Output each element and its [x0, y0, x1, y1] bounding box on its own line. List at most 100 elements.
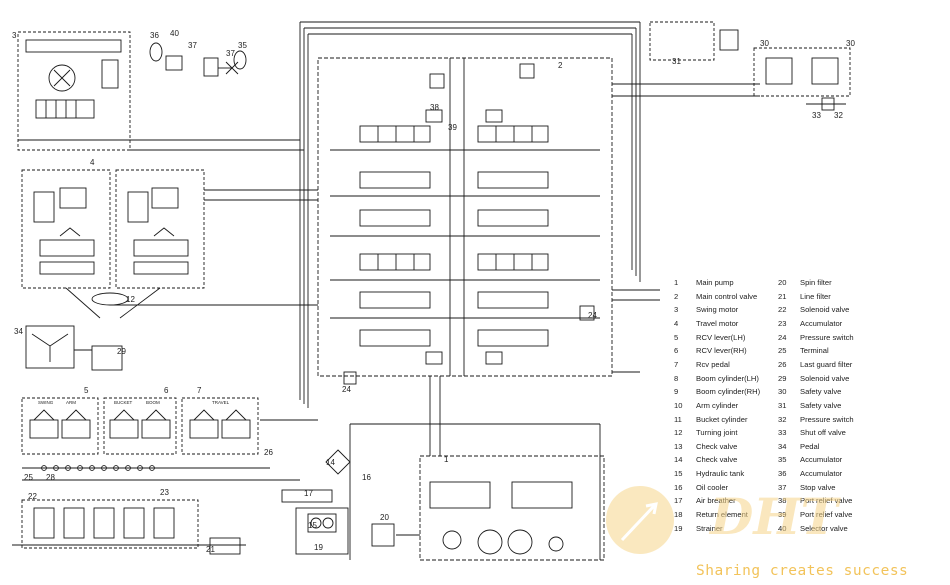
callout-38: 38	[430, 103, 439, 112]
legend-item-number: 21	[778, 291, 787, 301]
legend-item-number: 17	[674, 496, 683, 506]
legend-item-number: 31	[778, 400, 787, 410]
legend-item-label: Last guard filter	[800, 359, 853, 369]
callout-25: 25	[24, 473, 33, 482]
legend-item-label: Main pump	[696, 278, 734, 287]
callout-33: 33	[812, 111, 821, 120]
legend-item: 25 Terminal	[778, 344, 829, 357]
turning-joint	[91, 292, 129, 306]
legend-item-label: Solenoid valve	[800, 373, 850, 383]
swing-motor-block	[17, 31, 131, 151]
legend-item: 20 Spin filter	[778, 276, 832, 289]
callout-12: 12	[126, 295, 135, 304]
callout-16: 16	[362, 473, 371, 482]
callout-22: 22	[28, 492, 37, 501]
legend-item-number: 32	[778, 414, 787, 424]
legend-item-label: Swing motor	[696, 305, 739, 315]
legend-item-number: 18	[674, 510, 683, 520]
legend-item: 30 Safety valve	[778, 385, 841, 398]
legend-item-number: 23	[778, 318, 787, 328]
legend-item-number: 25	[778, 346, 787, 356]
callout-36: 36	[150, 31, 159, 40]
legend-item-number: 30	[778, 387, 787, 397]
callout-17: 17	[304, 489, 313, 498]
legend-item-number: 16	[674, 482, 683, 492]
legend-item: 22 Solenoid valve	[778, 303, 849, 316]
legend-item-number: 10	[674, 400, 683, 410]
legend-item-label: Turning joint	[696, 428, 738, 438]
legend-item-label: Boom cylinder(LH)	[696, 373, 759, 383]
rcv-lever-rh	[103, 397, 177, 455]
legend-item: 2 Main control valve	[674, 290, 757, 303]
legend-item-number: 14	[674, 455, 683, 465]
legend-item-label: Bucket cylinder	[696, 414, 748, 424]
callout-1: 1	[444, 455, 449, 464]
legend-item-number: 26	[778, 359, 787, 369]
callout-30b: 30	[846, 39, 855, 48]
legend-item-number: 2	[674, 291, 679, 301]
legend-item-number: 24	[778, 332, 787, 342]
callout-32: 32	[834, 111, 843, 120]
legend-item-label: Safety valve	[800, 387, 842, 397]
callout-31: 31	[672, 57, 681, 66]
callout-2: 2	[558, 61, 563, 70]
callout-7: 7	[197, 386, 202, 395]
legend-item-label: Hydraulic tank	[696, 469, 745, 479]
callout-26: 26	[264, 448, 273, 457]
legend-item-number: 35	[778, 455, 787, 465]
callout-30a: 30	[760, 39, 769, 48]
callout-15: 15	[308, 521, 317, 530]
callout-37b: 37	[226, 49, 235, 58]
legend-item-label: Solenoid valve	[800, 305, 850, 315]
callout-40: 40	[170, 29, 179, 38]
legend-item: 31 Safety valve	[778, 399, 841, 412]
legend-item-label: Accumulator	[800, 455, 843, 465]
legend-item-label: Safety valve	[800, 400, 842, 410]
legend-item-label: Line filter	[800, 291, 831, 301]
legend-item-label: Pressure switch	[800, 414, 854, 424]
callout-6: 6	[164, 386, 169, 395]
section-label-travel: TRAVEL	[212, 400, 230, 405]
legend-item-number: 15	[674, 469, 683, 479]
legend-item: 32 Pressure switch	[778, 413, 854, 426]
legend-item-label: Check valve	[696, 441, 738, 451]
legend-item-label: Air breather	[696, 496, 736, 506]
legend-item-number: 12	[674, 428, 683, 438]
legend-item-label: Accumulator	[800, 469, 843, 479]
legend-item-label: RCV lever(RH)	[696, 346, 747, 356]
watermark-tagline: Sharing creates success	[696, 563, 909, 579]
legend-item-label: Spin filter	[800, 278, 832, 287]
callout-24b: 24	[588, 311, 597, 320]
callout-34: 34	[14, 327, 23, 336]
solenoid-valve-block	[21, 499, 199, 549]
legend-item-number: 33	[778, 428, 787, 438]
callout-5: 5	[84, 386, 89, 395]
legend-item-label: Terminal	[800, 346, 829, 356]
section-label-bucket: BUCKET	[114, 400, 133, 405]
legend-item-label: Main control valve	[696, 291, 758, 301]
legend-item-number: 20	[778, 278, 787, 287]
legend-item-label: Boom cylinder(RH)	[696, 387, 761, 397]
legend-item: 12 Turning joint	[674, 426, 738, 439]
callout-3: 3	[12, 31, 17, 40]
legend-item-number: 8	[674, 373, 679, 383]
legend-item-label: Travel motor	[696, 318, 739, 328]
legend-item-label: Pressure switch	[800, 332, 854, 342]
legend-item-number: 22	[778, 305, 787, 315]
callout-39: 39	[448, 123, 457, 132]
